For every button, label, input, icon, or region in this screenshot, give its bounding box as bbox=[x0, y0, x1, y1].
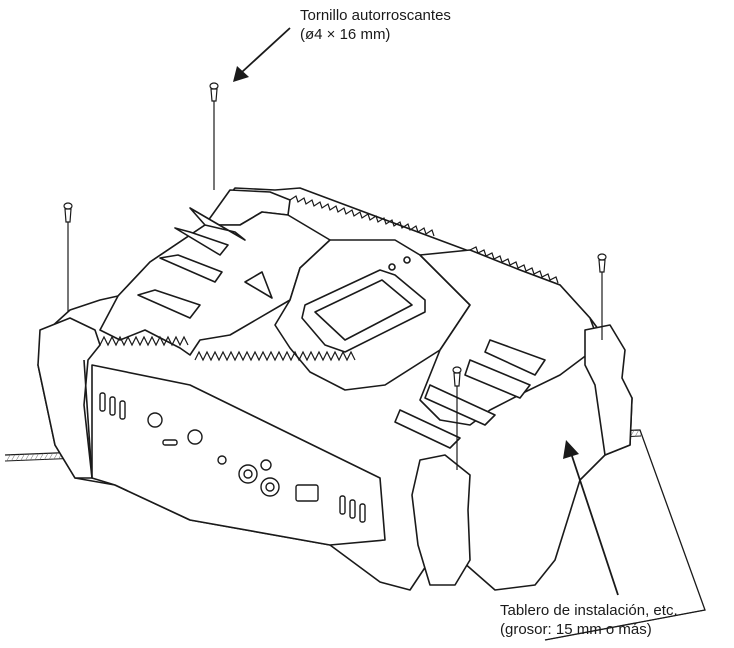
screw-icon bbox=[63, 202, 73, 312]
front-left-leg bbox=[37, 317, 101, 479]
board-label-line1: Tablero de instalación, etc. bbox=[500, 602, 678, 619]
screw-icon bbox=[209, 82, 219, 190]
jack-small bbox=[217, 455, 227, 465]
board-label-line2: (grosor: 15 mm o más) bbox=[500, 621, 652, 638]
vent-slot-6 bbox=[359, 503, 366, 523]
screw-icon bbox=[597, 253, 607, 340]
left-triangle-mark bbox=[244, 271, 273, 299]
left-recess-4 bbox=[137, 289, 201, 319]
knob-1 bbox=[147, 412, 163, 428]
heatsink-fins bbox=[99, 195, 559, 362]
board-label: Tablero de instalación, etc. (grosor: 15… bbox=[500, 601, 678, 639]
left-recess-2 bbox=[174, 227, 229, 256]
arrow-icon bbox=[563, 440, 619, 596]
center-slot-inner bbox=[314, 279, 413, 341]
screw-label-line1: Tornillo autorroscantes bbox=[300, 7, 451, 24]
vent-slot-5 bbox=[349, 499, 356, 519]
right-recess-2 bbox=[464, 359, 531, 399]
rear-fins bbox=[289, 195, 435, 237]
vent-slot-2 bbox=[109, 396, 116, 416]
led-slot bbox=[162, 439, 178, 446]
screw-icon bbox=[452, 366, 462, 470]
top-plate-right bbox=[419, 249, 601, 426]
front-fins bbox=[99, 335, 189, 347]
vent-slot-1 bbox=[99, 392, 106, 412]
center-hole-1 bbox=[388, 263, 396, 271]
right-recess-1 bbox=[484, 339, 546, 376]
rca-1-inner bbox=[243, 469, 253, 479]
rca-2-inner bbox=[265, 482, 275, 492]
right-fins bbox=[469, 246, 559, 284]
front-panel-edge bbox=[83, 359, 93, 479]
arrow-icon bbox=[233, 27, 291, 82]
rear-right-leg bbox=[584, 324, 633, 456]
rca-1-ring bbox=[260, 459, 272, 471]
screw-label: Tornillo autorroscantes (ø4 × 16 mm) bbox=[300, 6, 451, 44]
screw-label-line2: (ø4 × 16 mm) bbox=[300, 26, 391, 43]
vent-slot-4 bbox=[339, 495, 346, 515]
front-fins-2 bbox=[194, 350, 356, 362]
center-hole-2 bbox=[403, 256, 411, 264]
left-recess-1 bbox=[189, 207, 246, 241]
right-recess-3 bbox=[424, 384, 496, 426]
right-recess-4 bbox=[394, 409, 461, 449]
left-recess-3 bbox=[159, 254, 223, 283]
screws bbox=[63, 82, 607, 470]
arrows bbox=[233, 27, 619, 596]
network-port bbox=[295, 484, 319, 502]
vent-slot-3 bbox=[119, 400, 126, 420]
front-connectors bbox=[99, 392, 366, 523]
knob-2 bbox=[187, 429, 203, 445]
amplifier-unit bbox=[37, 187, 633, 591]
